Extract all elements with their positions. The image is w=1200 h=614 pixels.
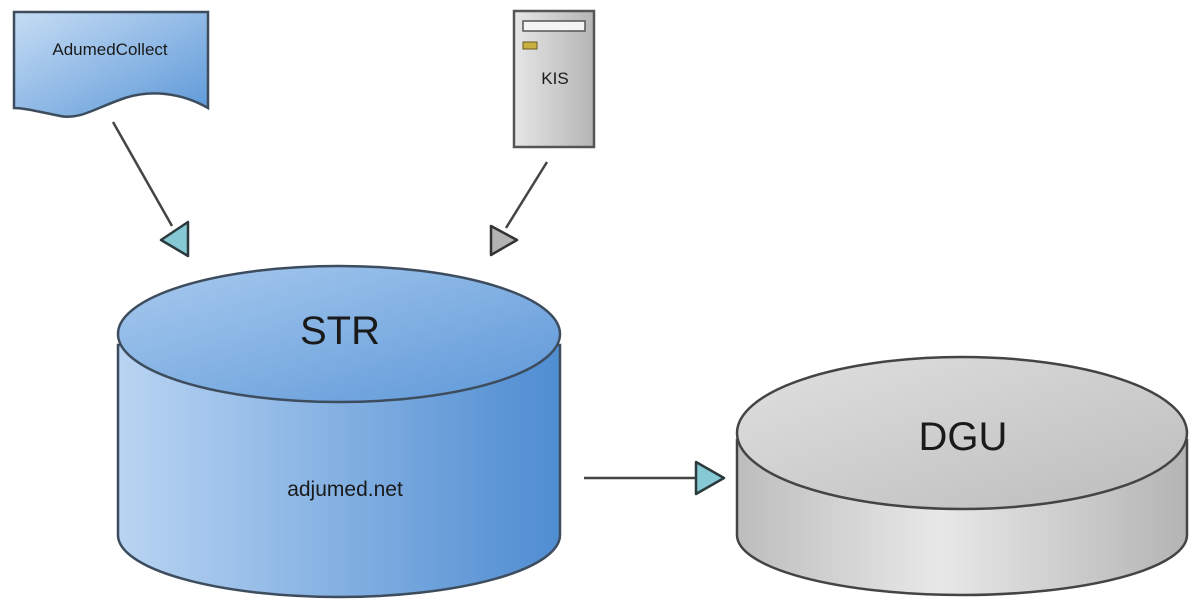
document-shape (12, 10, 210, 119)
cylinder-side (116, 343, 562, 599)
server-drive-slot-icon (522, 20, 586, 32)
str-database-node[interactable]: STR adjumed.net (116, 264, 562, 599)
arrowhead-icon (694, 460, 726, 496)
edge-adumedcollect-to-str (111, 121, 190, 258)
dgu-database-node[interactable]: DGU (735, 355, 1189, 597)
server-body (512, 9, 596, 149)
edge-line (504, 161, 549, 229)
str-subtitle: adjumed.net (287, 478, 403, 501)
arrowhead-icon (159, 220, 190, 258)
adumed-collect-node[interactable]: AdumedCollect (12, 10, 210, 119)
dgu-title: DGU (919, 415, 1008, 459)
edge-str-to-dgu (584, 460, 726, 496)
str-title: STR (300, 309, 380, 353)
server-led-icon (522, 41, 538, 50)
cylinder-top (116, 264, 562, 404)
arrowhead-icon (489, 224, 519, 257)
kis-node[interactable]: KIS (512, 9, 596, 149)
edge-line (111, 121, 174, 227)
cylinder-top (735, 355, 1189, 511)
adumed-collect-label: AdumedCollect (52, 40, 168, 59)
edge-kis-to-str (489, 161, 549, 257)
kis-label: KIS (541, 69, 568, 88)
